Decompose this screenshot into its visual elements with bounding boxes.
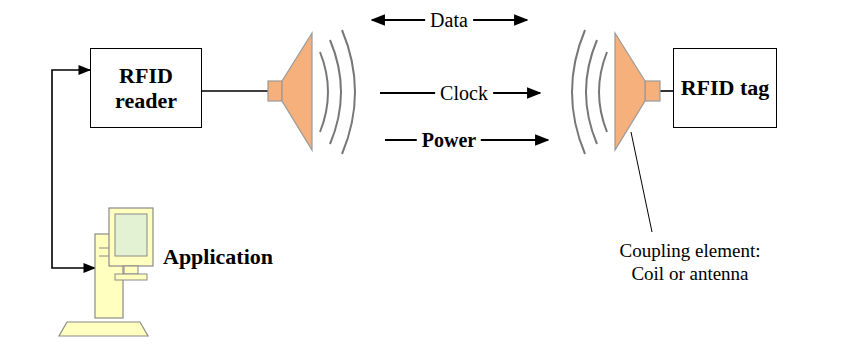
wave xyxy=(330,40,341,144)
data-label: Data xyxy=(425,9,473,32)
coupling-note: Coupling element: Coil or antenna xyxy=(605,240,775,286)
application-label: Application xyxy=(163,244,273,270)
wave xyxy=(599,52,607,132)
coupler-cone xyxy=(615,33,645,150)
clock-label: Clock xyxy=(435,82,493,105)
computer-node: Application xyxy=(95,208,155,338)
tag-box: RFID tag xyxy=(673,48,777,128)
wave xyxy=(572,30,585,154)
box-label: RFID reader xyxy=(91,63,201,114)
wave xyxy=(342,30,355,154)
box-label: RFID tag xyxy=(681,75,770,100)
coupler-base xyxy=(268,81,282,101)
computer-icon xyxy=(95,208,155,338)
reader-box: RFID reader xyxy=(90,48,202,128)
wave xyxy=(586,40,597,144)
coupler-cone xyxy=(282,33,312,150)
connector xyxy=(52,70,95,268)
wire xyxy=(195,90,268,92)
wave xyxy=(320,52,328,132)
power-label: Power xyxy=(417,129,481,152)
leader-line xyxy=(631,132,652,232)
coupler-base xyxy=(645,81,660,101)
